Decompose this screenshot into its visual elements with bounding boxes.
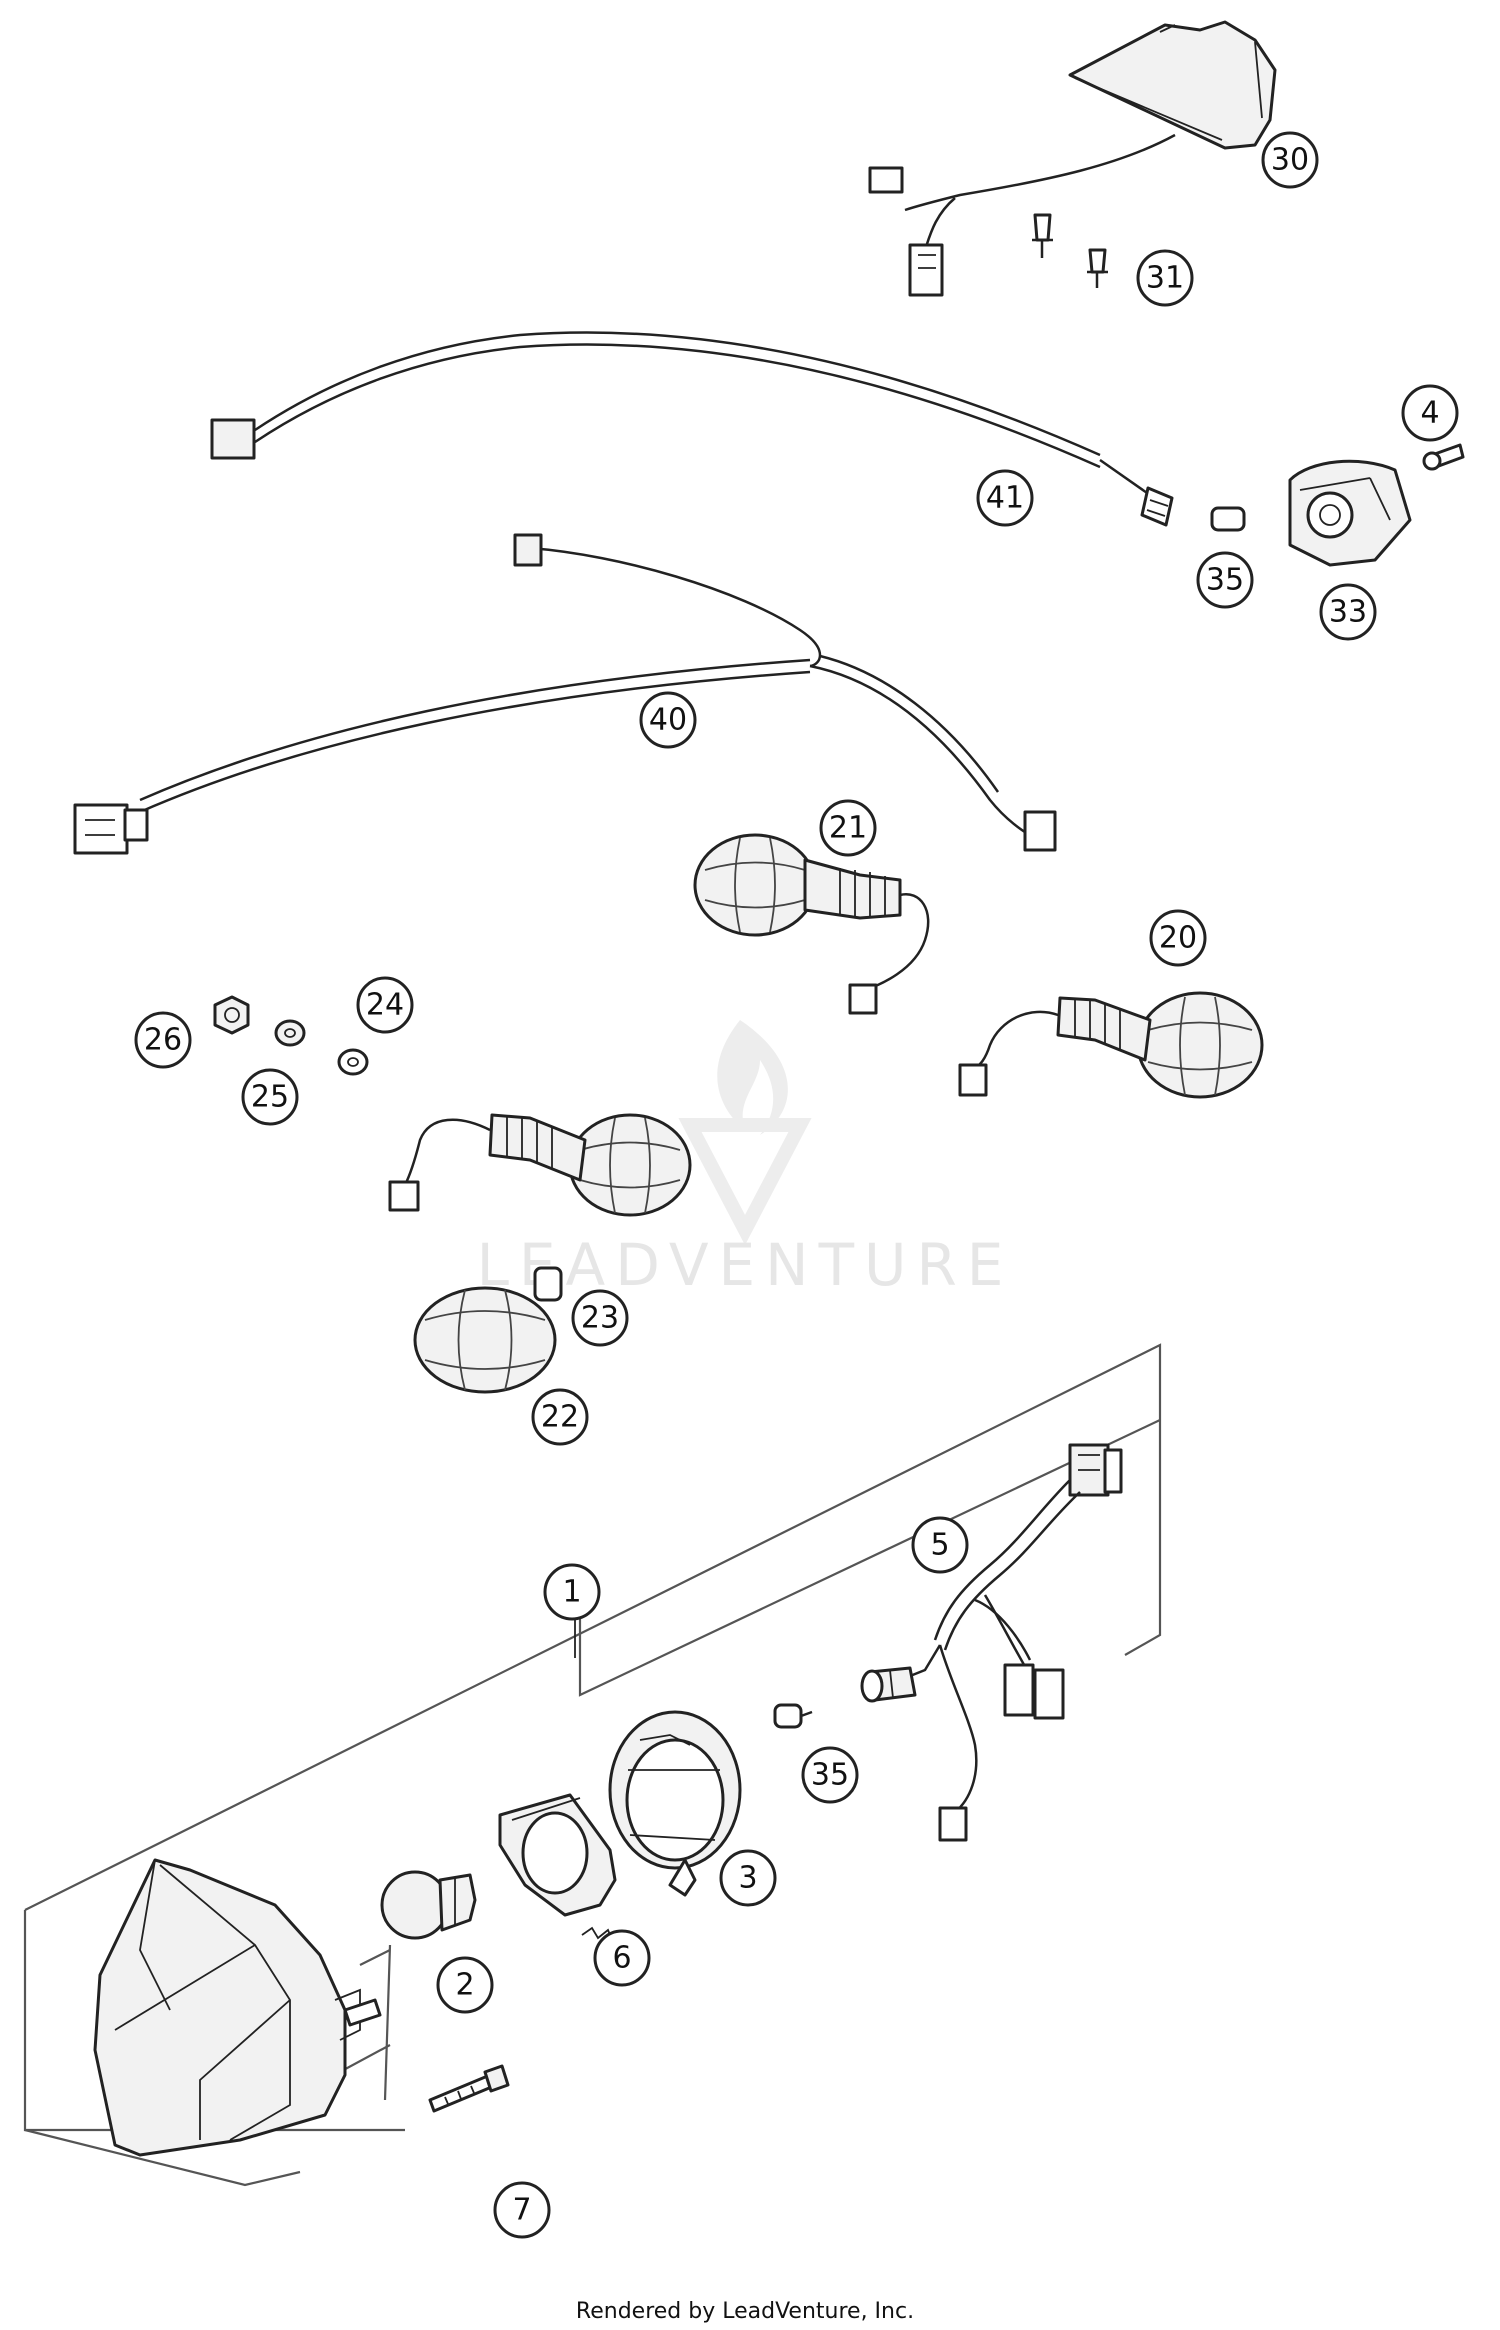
- callout-label: 35: [1206, 563, 1244, 598]
- callout-label: 5: [930, 1528, 949, 1563]
- bulb-23: [533, 1266, 563, 1302]
- connector: [513, 533, 543, 567]
- callout-31: 31: [1136, 249, 1194, 307]
- connector: [848, 983, 878, 1015]
- callout-label: 1: [562, 1575, 581, 1610]
- callout-label: 41: [986, 481, 1024, 516]
- callout-label: 24: [366, 988, 404, 1023]
- connector: [73, 803, 129, 855]
- lamp-holder-33: [1288, 459, 1412, 567]
- cover-3: [608, 1710, 742, 1897]
- watermark-text: LEADVENTURE: [477, 1231, 1014, 1299]
- lens-22: [413, 1286, 557, 1394]
- footer-credit: Rendered by LeadVenture, Inc.: [576, 2299, 914, 2324]
- connector: [1023, 810, 1057, 852]
- callout-20: 20: [1149, 909, 1207, 967]
- callout-3: 3: [719, 1849, 777, 1907]
- callout-label: 20: [1159, 921, 1197, 956]
- screw-7: [428, 2064, 510, 2113]
- washer-25: [274, 1019, 306, 1047]
- callout-22: 22: [531, 1388, 589, 1446]
- bulb-35-top: [1210, 506, 1246, 532]
- callout-24: 24: [356, 976, 414, 1034]
- watermark: LEADVENTURE: [477, 1020, 1014, 1299]
- indicator-21: [693, 833, 930, 1015]
- connector: [210, 418, 256, 460]
- rear-light-assembly: [868, 20, 1277, 297]
- callout-label: 35: [811, 1758, 849, 1793]
- cable-41: [210, 331, 1174, 527]
- callout-label: 25: [251, 1080, 289, 1115]
- connector: [938, 1806, 968, 1842]
- cable-40: [73, 533, 1057, 855]
- callout-label: 22: [541, 1400, 579, 1435]
- screw-4: [1422, 443, 1465, 471]
- connector: [868, 166, 904, 194]
- callout-6: 6: [593, 1929, 651, 1987]
- callout-5: 5: [911, 1516, 969, 1574]
- callout-label: 31: [1146, 261, 1184, 296]
- indicator-left: [388, 1113, 692, 1217]
- callout-label: 21: [829, 811, 867, 846]
- callout-40: 40: [639, 691, 697, 749]
- callout-23: 23: [571, 1289, 629, 1347]
- bulbs-31: [1032, 213, 1108, 288]
- callout-30: 30: [1261, 131, 1319, 189]
- connector: [958, 1063, 988, 1097]
- headlight-harness-5: [860, 1443, 1123, 1842]
- connector: [1003, 1663, 1035, 1717]
- callout-21: 21: [819, 799, 877, 857]
- bulb-35-bottom: [773, 1703, 813, 1729]
- callout-35: 35: [801, 1746, 859, 1804]
- callout-label: 3: [738, 1861, 757, 1896]
- connector: [1033, 1668, 1065, 1720]
- callout-35: 35: [1196, 551, 1254, 609]
- connector: [388, 1180, 420, 1212]
- callout-label: 26: [144, 1023, 182, 1058]
- callout-7: 7: [493, 2181, 551, 2239]
- retaining-ring: [498, 1793, 617, 1917]
- connector: [908, 243, 944, 297]
- headlight-bulb-2: [380, 1870, 477, 1940]
- callout-33: 33: [1319, 583, 1377, 641]
- callout-label: 7: [512, 2193, 531, 2228]
- callout-label: 23: [581, 1301, 619, 1336]
- callout-label: 40: [649, 703, 687, 738]
- callout-2: 2: [436, 1956, 494, 2014]
- callout-label: 4: [1420, 396, 1439, 431]
- indicator-20: [958, 991, 1264, 1099]
- callout-label: 30: [1271, 143, 1309, 178]
- headlight-mask: [93, 1858, 382, 2157]
- callout-25: 25: [241, 1068, 299, 1126]
- callout-1: 1: [543, 1563, 601, 1621]
- callout-label: 2: [455, 1968, 474, 2003]
- callout-label: 33: [1329, 595, 1367, 630]
- nut-26: [213, 995, 250, 1035]
- callout-label: 6: [612, 1941, 631, 1976]
- washer-24: [337, 1048, 369, 1076]
- callout-4: 4: [1401, 384, 1459, 442]
- callout-41: 41: [976, 469, 1034, 527]
- callout-26: 26: [134, 1011, 192, 1069]
